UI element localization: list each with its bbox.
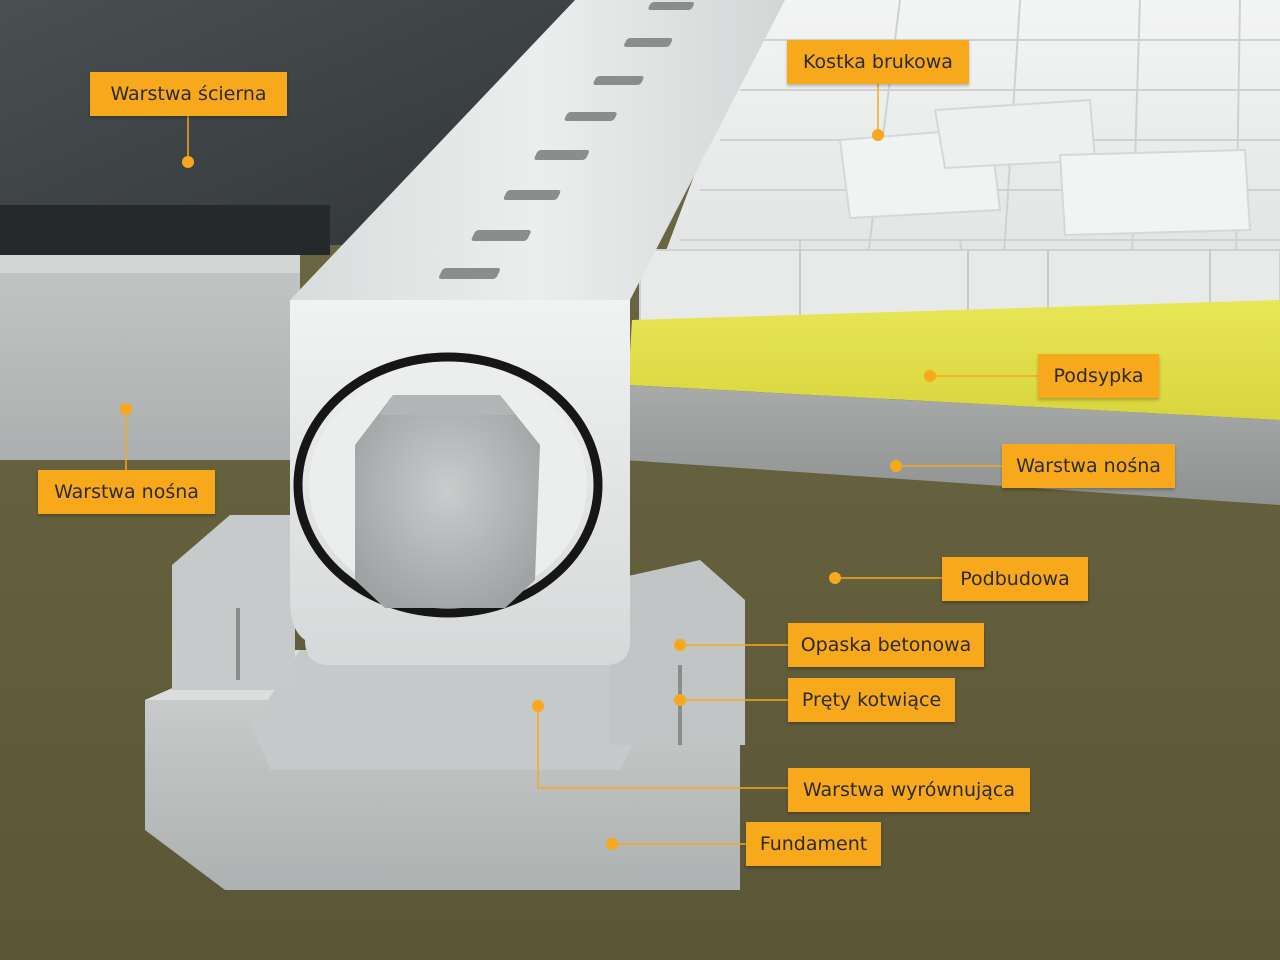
- marker-dot: [674, 694, 686, 706]
- marker-dot: [606, 838, 618, 850]
- channel-top-surface: [290, 0, 785, 300]
- label-fundament: Fundament: [746, 822, 881, 866]
- leveling-layer: [252, 650, 640, 770]
- loose-paver-3: [1058, 148, 1252, 237]
- channel-cavity: [355, 395, 540, 608]
- label-podbudowa: Podbudowa: [942, 557, 1088, 601]
- marker-dot: [674, 639, 686, 651]
- marker-dot: [182, 156, 194, 168]
- concrete-haunch-right: [610, 560, 745, 745]
- left-base-layer: [0, 255, 300, 460]
- label-warstwa-scierna: Warstwa ścierna: [90, 72, 287, 116]
- label-podsypka: Podsypka: [1038, 354, 1159, 398]
- label-warstwa-nosna-right: Warstwa nośna: [1002, 444, 1175, 488]
- marker-dot: [829, 572, 841, 584]
- label-kostka-brukowa: Kostka brukowa: [787, 40, 969, 84]
- asphalt-edge: [0, 205, 330, 255]
- marker-dot: [890, 460, 902, 472]
- marker-dot: [532, 700, 544, 712]
- label-opaska-betonowa: Opaska betonowa: [788, 623, 984, 667]
- concrete-haunch-left: [172, 515, 295, 690]
- asphalt-surface: [0, 0, 580, 245]
- marker-dot: [872, 129, 884, 141]
- label-warstwa-nosna-left: Warstwa nośna: [38, 470, 215, 514]
- label-warstwa-wyrownujaca: Warstwa wyrównująca: [788, 768, 1030, 812]
- marker-dot: [924, 370, 936, 382]
- channel-gasket-ring: [293, 352, 603, 618]
- channel-slots: [438, 2, 694, 279]
- marker-dot: [120, 403, 132, 415]
- label-prety-kotwiace: Pręty kotwiące: [788, 678, 955, 722]
